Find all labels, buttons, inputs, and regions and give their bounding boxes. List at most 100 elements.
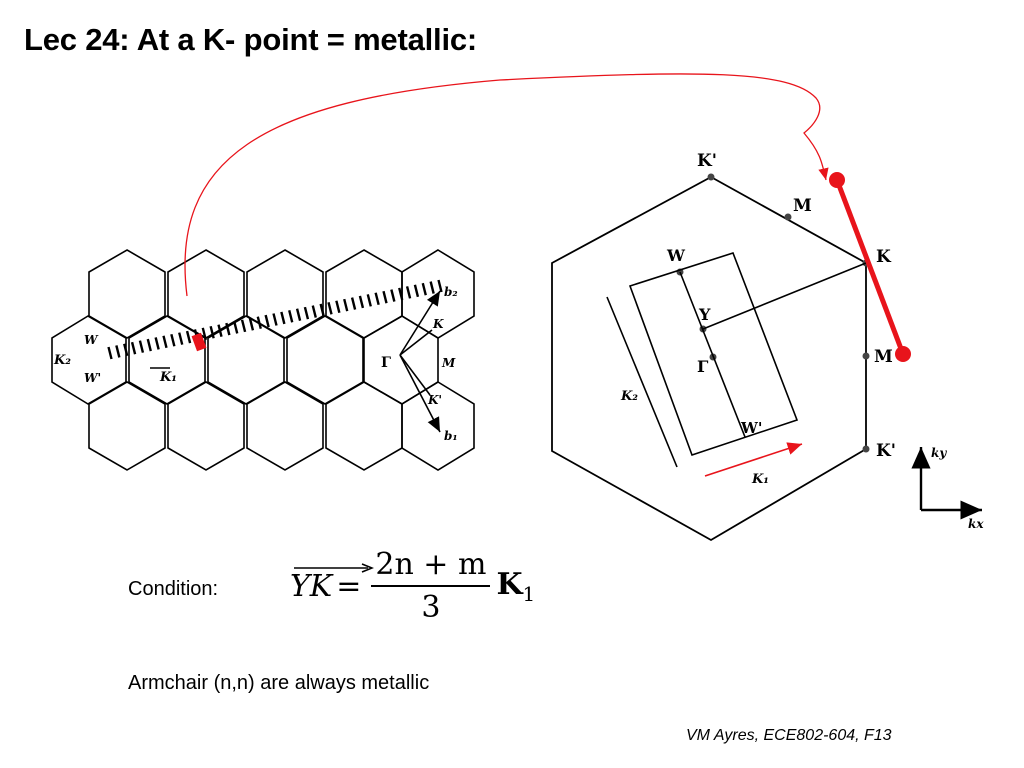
label-m-right: M [874, 347, 893, 367]
cutting-lines-right [606, 252, 867, 468]
curved-connector-arrow [184, 73, 829, 297]
hatch-tick [248, 317, 255, 331]
fraction: 2n + m 3 [371, 547, 491, 625]
hatch-tick [170, 333, 176, 347]
hatch-tick [398, 287, 404, 301]
label-k-right: K [876, 247, 892, 267]
label-kx: kx [968, 517, 984, 531]
label-b1: b₁ [444, 429, 458, 443]
hexagon [325, 381, 403, 471]
label-k2-left: K₂ [53, 353, 71, 368]
label-k-left: K [432, 317, 444, 331]
hatch-tick [374, 292, 380, 306]
label-w-prime-right: W' [740, 419, 762, 437]
label-k2-right: K₂ [620, 389, 638, 404]
hatched-cut-line [107, 279, 443, 360]
label-k-prime-bottom: K' [876, 441, 896, 461]
hatch-tick [162, 335, 168, 349]
hatch-tick [115, 345, 121, 358]
hexagon [286, 315, 364, 405]
hatch-tick [319, 303, 325, 317]
label-gamma-right: Γ [697, 357, 709, 376]
label-k-prime-top: K' [697, 151, 717, 171]
k1-symbol: K1 [496, 567, 535, 606]
hexagon [325, 249, 403, 339]
label-w-right: W [666, 246, 686, 265]
hatch-tick [233, 321, 239, 334]
hexagon [88, 381, 166, 471]
label-k1-right: K₁ [751, 472, 769, 487]
k-to-m-highlight [834, 179, 906, 355]
hatch-tick [311, 305, 317, 318]
hatch-tick [382, 290, 388, 304]
label-m-top: M [793, 196, 812, 216]
k1-vector-arrow [704, 442, 803, 477]
hatch-tick [280, 311, 286, 325]
hatch-tick [295, 308, 302, 322]
hatch-tick [240, 319, 247, 333]
hatch-tick [421, 282, 427, 296]
hatch-tick [138, 340, 145, 353]
hatch-tick [288, 310, 294, 323]
hexagon [167, 381, 245, 471]
highlight-endpoint-top [829, 172, 845, 188]
hatch-tick [366, 294, 372, 307]
label-k1-left: K₁ [159, 370, 177, 385]
hatch-tick [146, 338, 152, 352]
label-ky: ky [931, 446, 947, 460]
armchair-statement: Armchair (n,n) are always metallic [128, 672, 430, 694]
hatch-tick [123, 343, 129, 357]
reciprocal-vectors-left [150, 290, 441, 433]
hatch-tick [256, 316, 262, 329]
hatch-tick [154, 337, 160, 350]
k1-subscript: 1 [522, 581, 536, 606]
hatch-tick [272, 313, 278, 326]
condition-label: Condition: [128, 578, 219, 600]
hexagon [401, 381, 475, 471]
label-m-left: M [441, 356, 456, 370]
hatch-tick [225, 322, 231, 336]
equals-sign: = [336, 568, 362, 604]
k-axes [911, 447, 982, 520]
hatch-tick [405, 286, 412, 299]
k-point-marker [191, 332, 207, 352]
hexagon-lattice [51, 249, 475, 471]
label-b2: b₂ [444, 285, 458, 299]
slide-credit: VM Ayres, ECE802-604, F13 [686, 727, 892, 744]
hatch-tick [107, 346, 113, 360]
hexagon [246, 381, 324, 471]
hatch-tick [390, 289, 396, 302]
hatch-tick [437, 279, 443, 293]
hatch-tick [350, 297, 357, 310]
hatch-tick [130, 341, 137, 355]
hatch-tick [413, 284, 420, 298]
label-k-prime-left: K' [427, 393, 442, 407]
hatch-tick [264, 314, 270, 328]
hatch-tick [217, 324, 223, 337]
hexagon [51, 315, 127, 405]
hexagon [207, 315, 285, 405]
hatch-tick [343, 298, 349, 312]
slide-title: Lec 24: At a K- point = metallic: [24, 22, 478, 57]
hatch-tick [335, 300, 341, 314]
vector-yk: YK [290, 562, 374, 604]
hatch-tick [178, 332, 184, 345]
label-w-left: W [84, 333, 99, 347]
vector-arrow-icon [294, 562, 374, 573]
brillouin-zone-hexagon [551, 175, 867, 542]
hatch-tick [201, 327, 207, 341]
hatch-tick [327, 302, 333, 315]
hexagon [128, 315, 206, 405]
vector-yk-text: YK [290, 568, 333, 604]
hexagon [167, 249, 245, 339]
label-gamma-left: Γ [381, 355, 391, 371]
hatch-tick [209, 325, 215, 339]
fraction-numerator: 2n + m [371, 547, 491, 587]
hexagon [88, 249, 166, 339]
highlight-endpoint-bottom [895, 346, 911, 362]
hexagon [246, 249, 324, 339]
label-w-prime-left: W' [84, 371, 101, 385]
fraction-denominator: 3 [421, 590, 441, 625]
hatch-tick [358, 295, 365, 309]
